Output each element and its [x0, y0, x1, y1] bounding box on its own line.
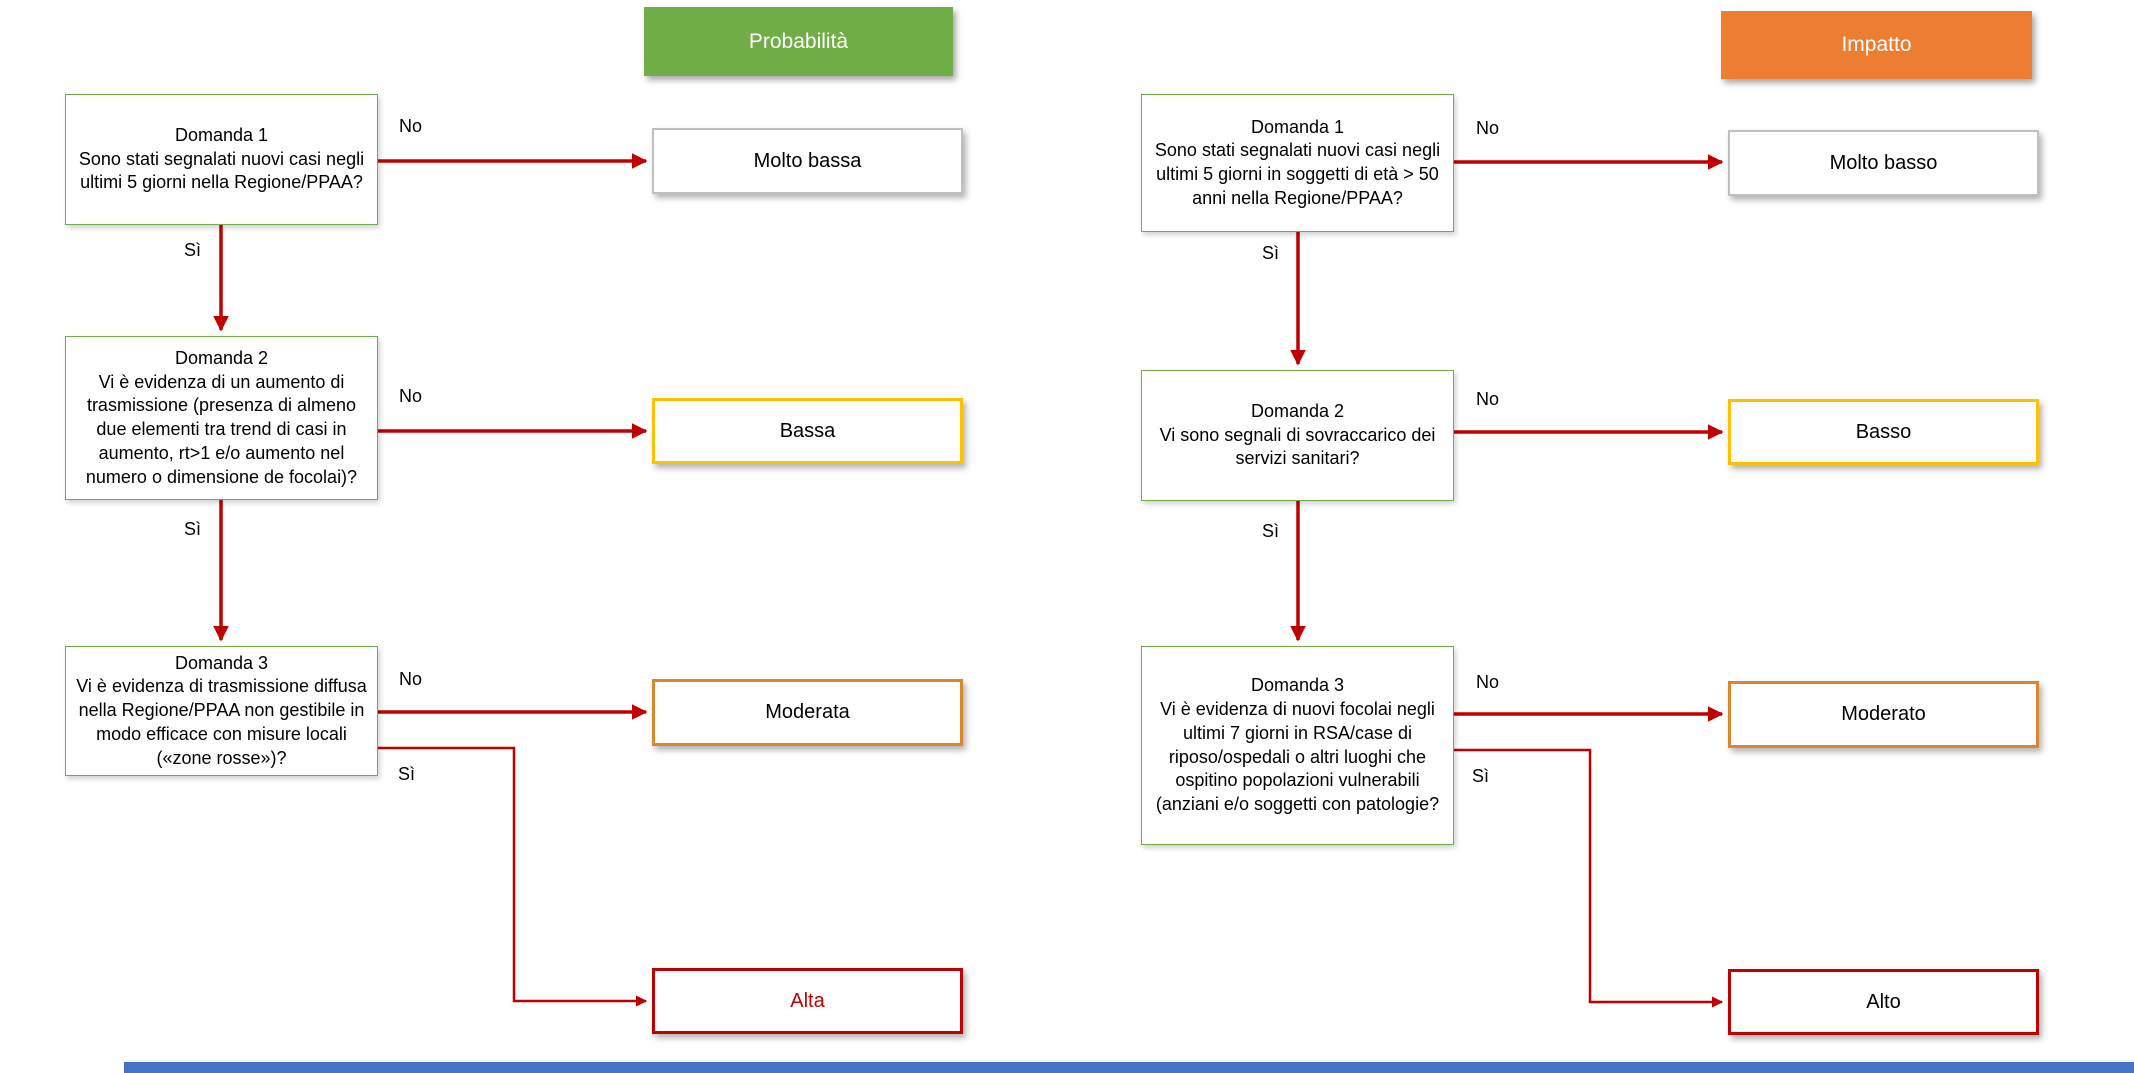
- question-title: Domanda 1: [1250, 116, 1345, 137]
- probability-question-1-box: Domanda 1 Sono stati segnalati nuovi cas…: [65, 94, 378, 225]
- impact-question-3-box: Domanda 3 Vi è evidenza di nuovi focolai…: [1141, 646, 1454, 845]
- question-text: Vi è evidenza di trasmissione diffusa ne…: [76, 676, 367, 768]
- outcome-label: Moderato: [1841, 703, 1926, 725]
- probability-header-label: Probabilità: [748, 29, 849, 53]
- impact-outcome-molto-basso: Molto basso: [1728, 130, 2039, 196]
- edge-label-yes: Sì: [184, 519, 202, 539]
- impact-outcome-alto: Alto: [1728, 969, 2039, 1035]
- question-title: Domanda 2: [1250, 400, 1345, 421]
- probability-outcome-bassa: Bassa: [652, 398, 963, 464]
- outcome-label: Bassa: [779, 419, 836, 442]
- edge-label-yes: Sì: [398, 764, 416, 784]
- impact-outcome-basso: Basso: [1728, 399, 2039, 465]
- edge-label-yes: Sì: [1262, 521, 1280, 541]
- probability-outcome-moderata: Moderata: [652, 679, 963, 746]
- question-text: Vi è evidenza di un aumento di trasmissi…: [85, 371, 358, 487]
- question-text: Vi sono segnali di sovraccarico dei serv…: [1159, 424, 1436, 469]
- question-text: Sono stati segnalati nuovi casi negli ul…: [1154, 140, 1441, 208]
- probability-question-2-box: Domanda 2 Vi è evidenza di un aumento di…: [65, 336, 378, 500]
- impact-header: Impatto: [1721, 11, 2032, 79]
- edge-label-yes: Sì: [1262, 243, 1280, 263]
- impact-outcome-moderato: Moderato: [1728, 681, 2039, 748]
- probability-question-3-box: Domanda 3 Vi è evidenza di trasmissione …: [65, 646, 378, 776]
- edge-label-no: No: [1476, 389, 1500, 409]
- impact-yes-elbow-arrow: [1454, 748, 1724, 1008]
- probability-header: Probabilità: [644, 7, 953, 76]
- outcome-label: Alto: [1866, 990, 1901, 1013]
- probability-yes-elbow-arrow: [378, 746, 648, 1007]
- question-text: Sono stati segnalati nuovi casi negli ul…: [78, 148, 365, 193]
- probability-outcome-alta: Alta: [652, 968, 963, 1034]
- edge-label-no: No: [399, 386, 423, 406]
- outcome-label: Moderata: [765, 701, 850, 723]
- outcome-label: Molto basso: [1829, 151, 1938, 174]
- outcome-label: Alta: [790, 989, 825, 1012]
- outcome-label: Basso: [1855, 420, 1912, 443]
- question-title: Domanda 2: [174, 347, 269, 368]
- question-text: Vi è evidenza di nuovi focolai negli ult…: [1155, 699, 1440, 814]
- edge-label-yes: Sì: [184, 240, 202, 260]
- impact-question-2-box: Domanda 2 Vi sono segnali di sovraccaric…: [1141, 370, 1454, 501]
- edge-label-no: No: [1476, 118, 1500, 138]
- probability-outcome-molto-bassa: Molto bassa: [652, 128, 963, 194]
- edge-label-yes: Sì: [1472, 766, 1490, 786]
- question-title: Domanda 3: [174, 652, 269, 673]
- bottom-blue-bar: [124, 1062, 2134, 1073]
- outcome-label: Molto bassa: [753, 149, 862, 172]
- question-title: Domanda 3: [1250, 675, 1345, 696]
- impact-header-label: Impatto: [1841, 33, 1912, 56]
- edge-label-no: No: [399, 669, 423, 689]
- impact-question-1-box: Domanda 1 Sono stati segnalati nuovi cas…: [1141, 94, 1454, 232]
- edge-label-no: No: [399, 116, 423, 136]
- question-title: Domanda 1: [174, 124, 269, 145]
- edge-label-no: No: [1476, 672, 1500, 692]
